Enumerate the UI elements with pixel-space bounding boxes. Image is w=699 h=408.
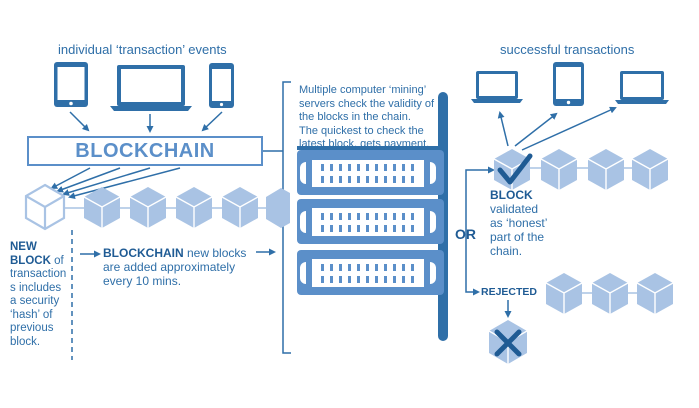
text: new blocks	[183, 246, 247, 260]
mining-line: servers check the validity of	[299, 97, 435, 110]
mining-line: The quickest to check the	[299, 124, 424, 137]
text: s includes	[10, 281, 62, 294]
block-cube	[587, 149, 625, 190]
text: block.	[10, 335, 41, 348]
chain-blocks-left	[83, 187, 290, 228]
validated-block-description: BLOCK validated as ‘honest’ part of the …	[490, 188, 570, 258]
server-rack	[297, 92, 448, 341]
new-block-cube	[24, 183, 66, 231]
text: previous	[10, 322, 54, 334]
tablet-icon	[54, 62, 88, 107]
text: a security	[10, 295, 60, 307]
mining-line: latest block, gets payment.	[299, 138, 430, 150]
chain-blocks-right-bottom	[545, 273, 674, 314]
text: validated	[490, 202, 539, 216]
phone-icon	[209, 63, 234, 108]
text: chain.	[490, 244, 523, 258]
tablet-icon	[553, 62, 584, 106]
block-cube	[83, 187, 121, 228]
laptop-icon	[110, 65, 192, 111]
text: part of the	[490, 230, 545, 244]
server-icon	[297, 150, 444, 195]
text: transaction	[10, 268, 67, 280]
mining-description: Multiple computer ‘mining’ servers check…	[299, 84, 437, 152]
new-block-description: NEW BLOCK of transaction s includes a se…	[10, 241, 72, 349]
laptop-icon	[615, 71, 669, 104]
blockchain-box-label: BLOCKCHAIN	[75, 139, 215, 162]
block-cube	[266, 188, 290, 228]
text: every 10 mins.	[103, 274, 182, 288]
chain-blocks-right-top	[493, 149, 669, 190]
server-icon	[297, 250, 444, 295]
blockchain-label: BLOCKCHAIN	[103, 246, 184, 260]
rejected-label: REJECTED	[481, 286, 538, 298]
blockchain-description: BLOCKCHAIN new blocks are added approxim…	[103, 246, 263, 288]
successful-transactions-label: successful transactions	[500, 42, 635, 57]
mining-line: the blocks in the chain.	[299, 111, 411, 123]
text: as ‘honest’	[490, 216, 548, 230]
block-cube	[591, 273, 629, 314]
block-cube	[221, 187, 259, 228]
block-label: BLOCK	[10, 254, 51, 267]
text: of	[50, 254, 64, 267]
block-cube	[545, 273, 583, 314]
server-icon	[297, 199, 444, 244]
individual-events-label: individual ‘transaction’ events	[58, 42, 227, 57]
mining-line: Multiple computer ‘mining’	[299, 84, 427, 96]
new-label: NEW	[10, 241, 37, 253]
laptop-icon	[471, 71, 523, 103]
text: ‘hash’ of	[10, 308, 53, 321]
text: are added approximately	[103, 260, 236, 274]
check-icon	[497, 153, 533, 185]
or-label: OR	[455, 226, 476, 242]
block-label: BLOCK	[490, 188, 533, 202]
block-cube	[129, 187, 167, 228]
x-icon	[494, 329, 522, 357]
block-cube	[175, 187, 213, 228]
blockchain-box: BLOCKCHAIN	[27, 136, 263, 166]
block-cube	[540, 149, 578, 190]
block-cube	[636, 273, 674, 314]
block-cube	[631, 149, 669, 190]
